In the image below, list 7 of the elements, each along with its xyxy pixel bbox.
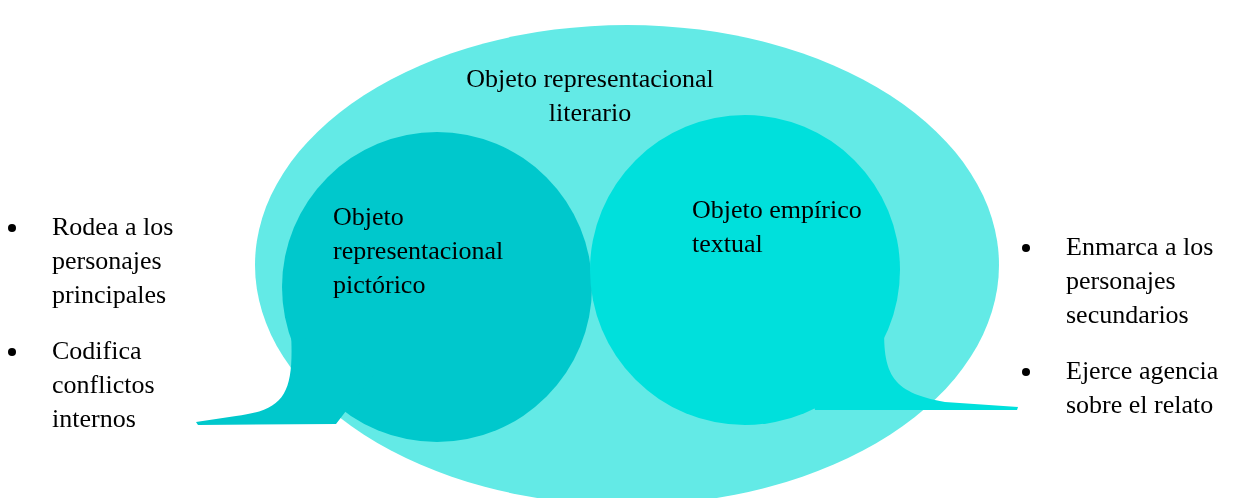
bullet-text: Rodea a los personajes principales xyxy=(52,211,175,311)
bullet-text: Enmarca a los personajes secundarios xyxy=(1066,231,1215,331)
bullet-text: Codifica conflictos internos xyxy=(52,335,156,435)
node-label: Objeto representacional pictórico xyxy=(333,201,505,301)
node-label: Objeto representacional literario xyxy=(465,63,715,129)
node-label: Objeto empírico textual xyxy=(692,194,863,260)
bullet-text: Ejerce agencia sobre el relato xyxy=(1066,355,1220,421)
